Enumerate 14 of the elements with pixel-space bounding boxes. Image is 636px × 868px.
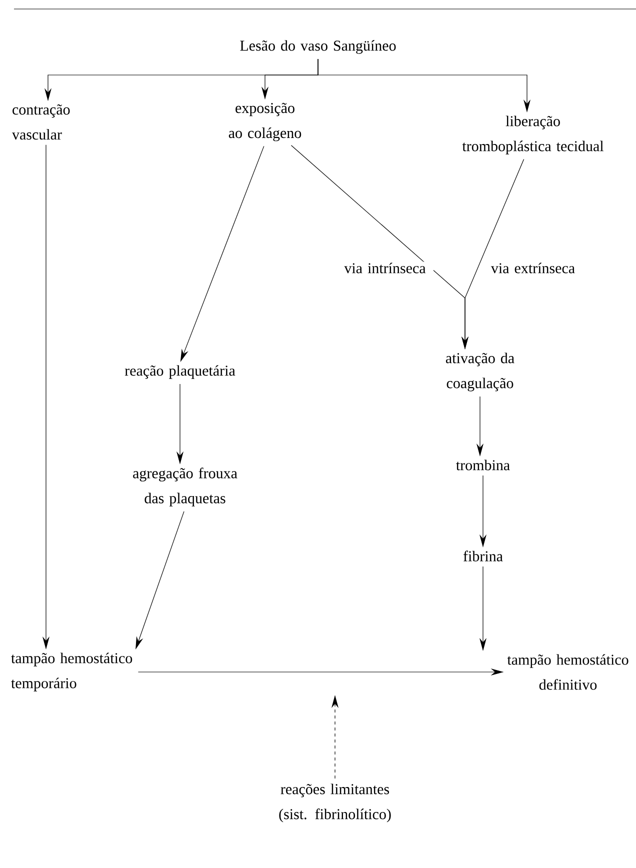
step-text: fibrina [463, 550, 503, 562]
step-text: liberação tromboplástica tecidual [462, 116, 604, 154]
step-text: exposição ao colágeno [228, 102, 302, 142]
step-text: trombina [456, 460, 510, 470]
step-text: agregação frouxa das plaquetas [133, 468, 238, 506]
step-text: tampão hemostático definitivo [507, 654, 628, 690]
edge-label: via extrínseca [484, 262, 582, 274]
step-text: reações limitantes (sist. fibrinolítico) [279, 784, 391, 822]
step-text: reação plaquetária [124, 365, 236, 379]
step-text: Lesão do vaso Sangüíneo [240, 40, 396, 54]
step-text: contração vascular [12, 104, 70, 140]
step-text: ativação da coagulação [446, 352, 514, 392]
step-text: tampão hemostático temporário [11, 652, 132, 692]
edge-label: via intrínseca [336, 262, 434, 274]
